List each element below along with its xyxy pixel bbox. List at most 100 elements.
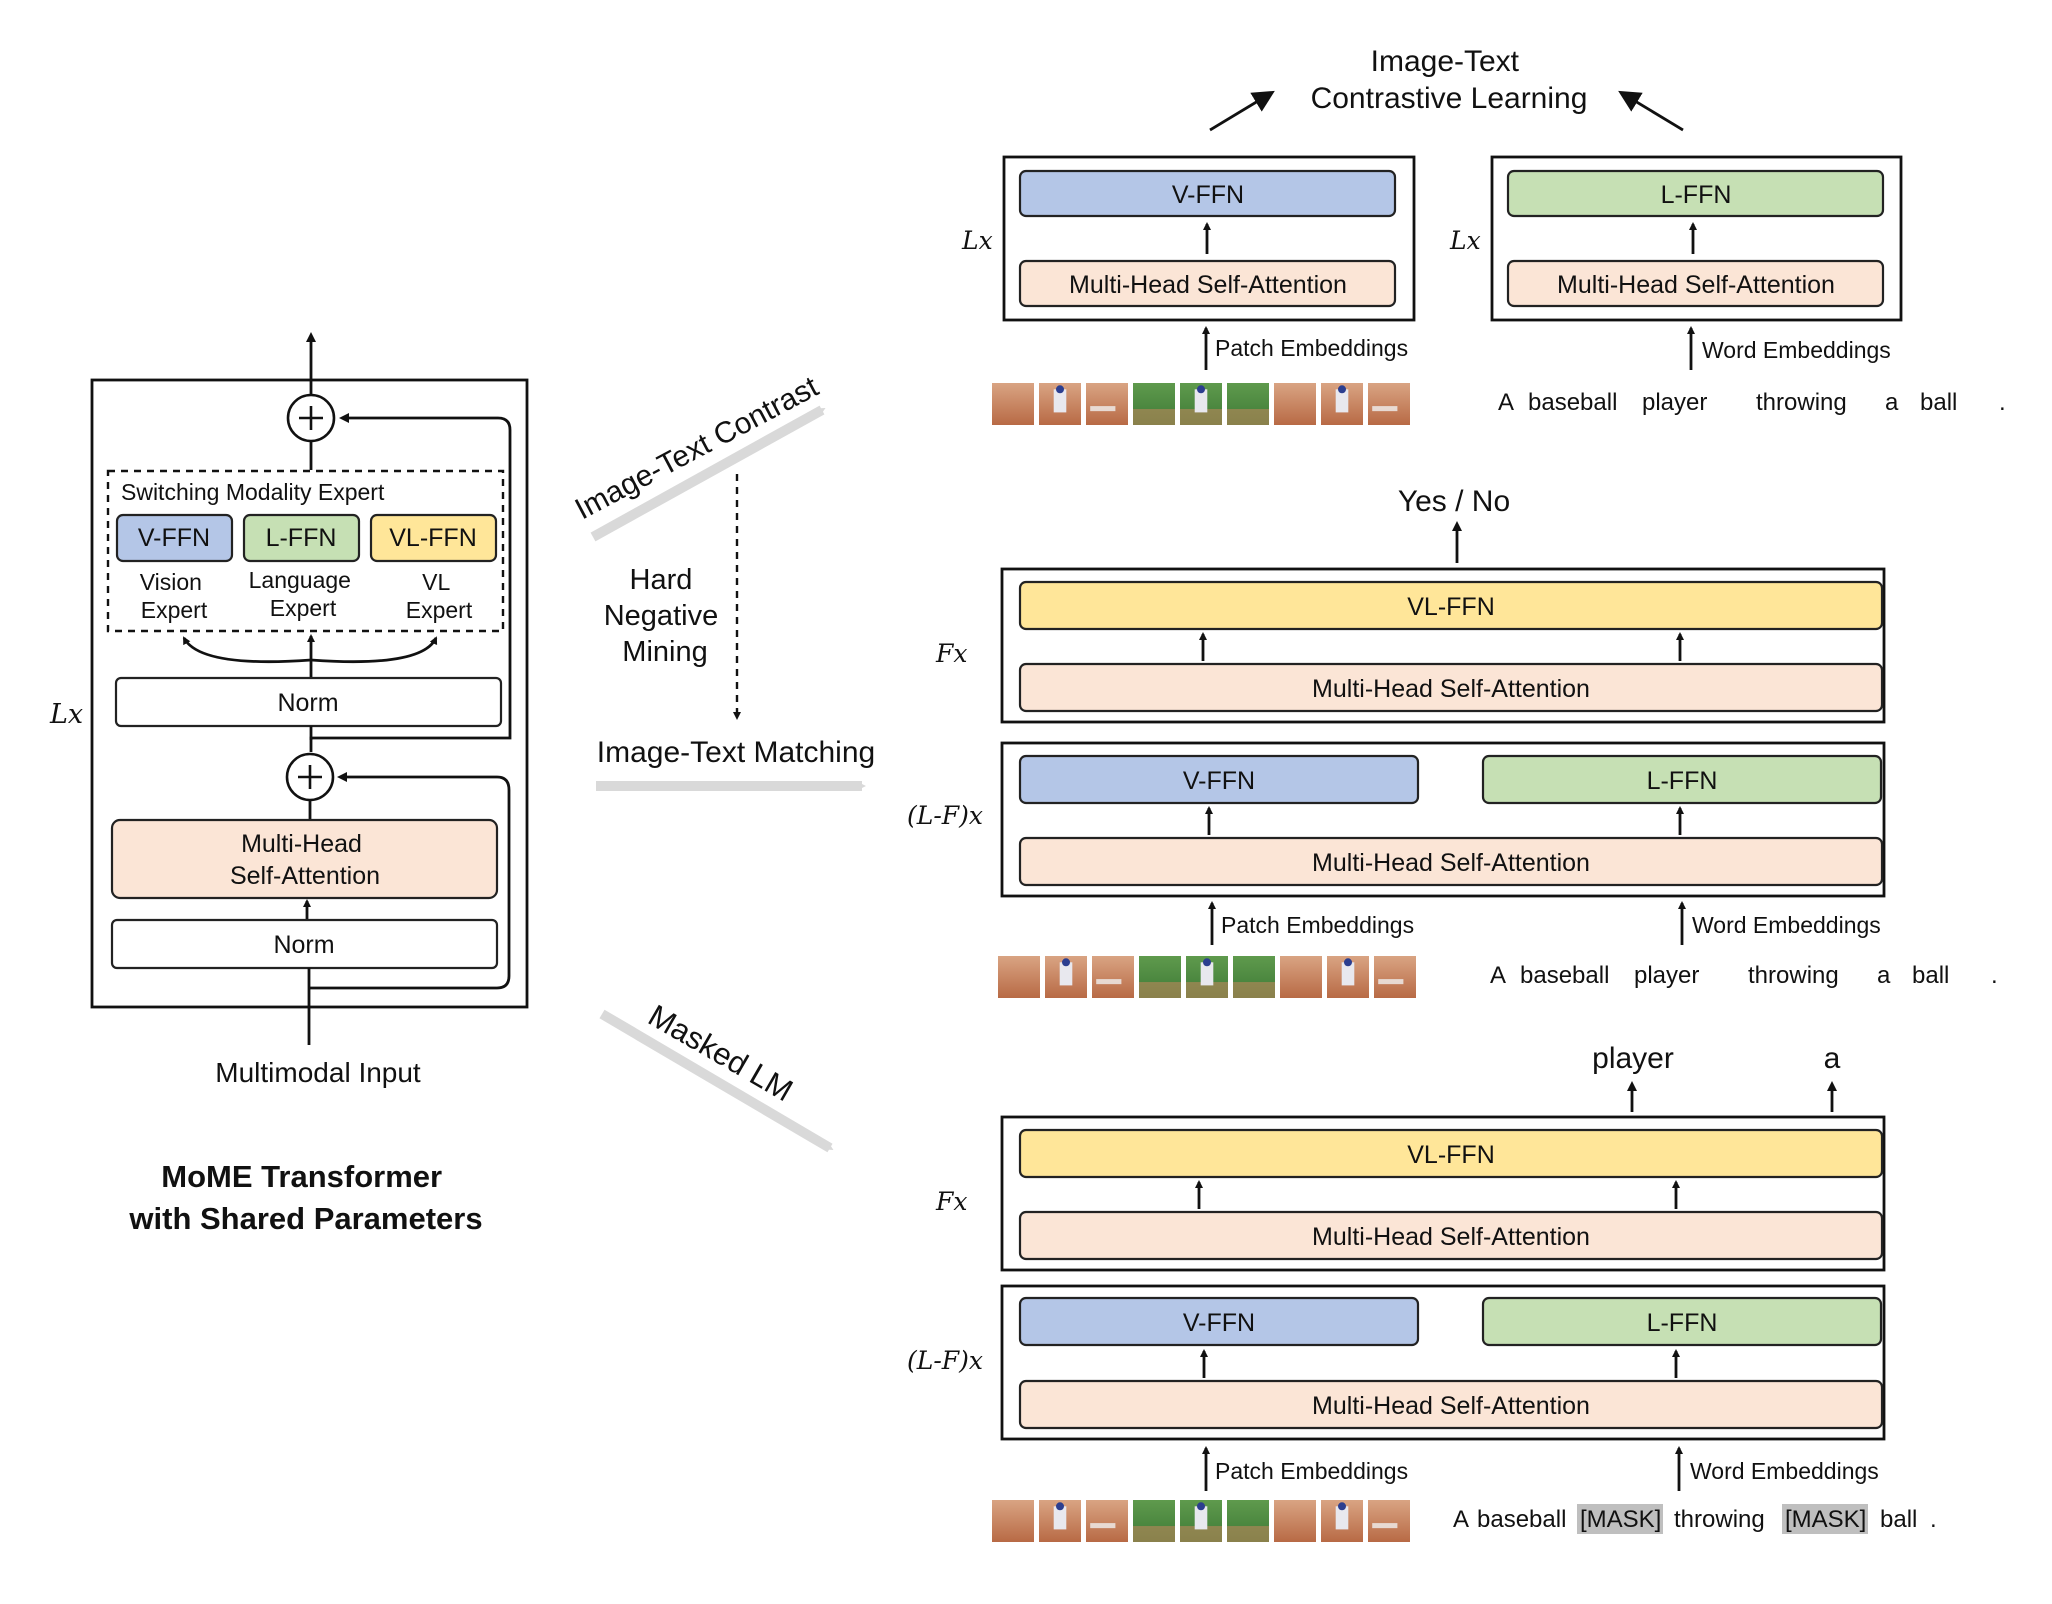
image-patch xyxy=(992,383,1034,425)
v-ffn-expert xyxy=(115,513,234,563)
itc-language-repeat: Lx xyxy=(1449,226,1481,255)
image-patch xyxy=(1039,383,1081,425)
itc-v-ffn-label: V-FFN xyxy=(1172,181,1244,209)
sentence-word: . xyxy=(1930,1506,1937,1533)
mlm-l-ffn xyxy=(1481,1296,1883,1347)
itm-fusion-mhsa xyxy=(1018,662,1884,713)
matching-task-label: Image-Text Matching xyxy=(597,736,875,769)
vl-expert-caption: VL Expert xyxy=(406,569,473,623)
image-patch xyxy=(1274,1500,1316,1542)
mlm-fusion-mhsa-label: Multi-Head Self-Attention xyxy=(1312,1223,1590,1251)
mlm-fusion-mhsa xyxy=(1018,1210,1884,1261)
contrast-task-arrow xyxy=(590,405,826,542)
image-patch xyxy=(1227,1500,1269,1542)
itm-panel: Yes / No VL-FFN Multi-Head Self-Attentio… xyxy=(907,485,1998,998)
multi-head-attention-block xyxy=(110,818,499,900)
mome-transformer-block: Switching Modality Expert V-FFN L-FFN VL… xyxy=(90,332,529,1045)
sentence-word: A xyxy=(1490,962,1506,989)
itc-image-patches xyxy=(992,383,1410,425)
mask-token: [MASK] xyxy=(1580,1506,1661,1533)
itm-image-patches xyxy=(998,956,1416,998)
itc-l-ffn-label: L-FFN xyxy=(1661,181,1732,209)
sentence-word: ball xyxy=(1920,389,1957,416)
itm-modality-block xyxy=(1000,741,1886,898)
norm-layer-bottom xyxy=(110,918,499,970)
itm-patch-label: Patch Embeddings xyxy=(1221,912,1414,938)
sentence-word: throwing xyxy=(1674,1506,1765,1533)
image-patch xyxy=(1227,383,1269,425)
sentence-word: player xyxy=(1642,389,1707,416)
sentence-word: baseball xyxy=(1520,962,1609,989)
residual-add-icon xyxy=(285,752,335,802)
norm-top-label: Norm xyxy=(277,689,338,717)
mlm-word-label: Word Embeddings xyxy=(1690,1458,1879,1484)
image-patch xyxy=(1186,956,1228,998)
mlm-modality-mhsa-label: Multi-Head Self-Attention xyxy=(1312,1392,1590,1420)
norm-layer-top xyxy=(114,676,503,728)
image-patch xyxy=(1039,1500,1081,1542)
sentence-word: A xyxy=(1498,389,1514,416)
image-patch xyxy=(1374,956,1416,998)
v-ffn-label: V-FFN xyxy=(138,524,210,552)
image-patch xyxy=(1092,956,1134,998)
left-layer-repeat: Lx xyxy=(49,699,83,730)
image-patch xyxy=(1368,383,1410,425)
image-patch xyxy=(1280,956,1322,998)
language-encoder-block xyxy=(1490,155,1903,322)
sentence-word: A xyxy=(1453,1506,1469,1533)
mlm-task-arrow xyxy=(599,1009,834,1153)
mlm-vl-ffn xyxy=(1018,1128,1884,1179)
mlm-modality-block xyxy=(1000,1284,1886,1441)
itc-vision-repeat: Lx xyxy=(961,226,993,255)
image-patch xyxy=(1133,383,1175,425)
itm-fusion-repeat: Fx xyxy=(935,639,967,668)
mlm-patch-label: Patch Embeddings xyxy=(1215,1458,1408,1484)
mlm-output-a: a xyxy=(1824,1042,1841,1075)
image-patch xyxy=(992,1500,1034,1542)
mlm-l-ffn-label: L-FFN xyxy=(1647,1309,1718,1337)
mask-token-highlight xyxy=(1782,1504,1868,1534)
itc-l-ffn xyxy=(1506,169,1885,218)
image-patch xyxy=(1139,956,1181,998)
itc-patch-label: Patch Embeddings xyxy=(1215,335,1408,361)
image-patch xyxy=(1327,956,1369,998)
itm-word-label: Word Embeddings xyxy=(1692,912,1881,938)
itm-v-ffn-label: V-FFN xyxy=(1183,767,1255,795)
mlm-modality-repeat: (L-F)x xyxy=(907,1346,983,1375)
mlm-fusion-block xyxy=(1000,1115,1886,1272)
itc-word-label: Word Embeddings xyxy=(1702,337,1891,363)
itm-v-ffn xyxy=(1018,754,1420,805)
left-caption: MoME Transformer with Shared Parameters xyxy=(128,1159,482,1236)
l-ffn-expert xyxy=(242,513,361,563)
switching-label: Switching Modality Expert xyxy=(121,479,385,505)
itc-language-mhsa-label: Multi-Head Self-Attention xyxy=(1557,271,1835,299)
itm-fusion-mhsa-label: Multi-Head Self-Attention xyxy=(1312,675,1590,703)
mlm-image-patches xyxy=(992,1500,1410,1542)
image-patch xyxy=(1274,383,1316,425)
itc-v-ffn xyxy=(1018,169,1397,218)
itm-vl-ffn xyxy=(1018,580,1884,631)
sentence-word: a xyxy=(1877,962,1891,989)
image-patch xyxy=(1321,1500,1363,1542)
mlm-fusion-repeat: Fx xyxy=(935,1187,967,1216)
image-patch xyxy=(998,956,1040,998)
vision-encoder-block xyxy=(1002,155,1416,322)
norm-bottom-label: Norm xyxy=(273,931,334,959)
sentence-word: baseball xyxy=(1528,389,1617,416)
contrast-task-label: Image-Text Contrast xyxy=(570,370,825,526)
itm-vl-ffn-label: VL-FFN xyxy=(1407,593,1495,621)
sentence-word: . xyxy=(1991,962,1998,989)
image-patch xyxy=(1368,1500,1410,1542)
mlm-output-player: player xyxy=(1592,1042,1674,1075)
mlm-vl-ffn-label: VL-FFN xyxy=(1407,1141,1495,1169)
mlm-panel: player a VL-FFN Multi-Head Self-Attentio… xyxy=(907,1042,1937,1542)
vl-ffn-label: VL-FFN xyxy=(389,524,477,552)
residual-add-icon xyxy=(286,393,336,443)
itm-l-ffn xyxy=(1481,754,1883,805)
vision-expert-caption: Vision Expert xyxy=(140,569,209,623)
mask-token: [MASK] xyxy=(1785,1506,1866,1533)
